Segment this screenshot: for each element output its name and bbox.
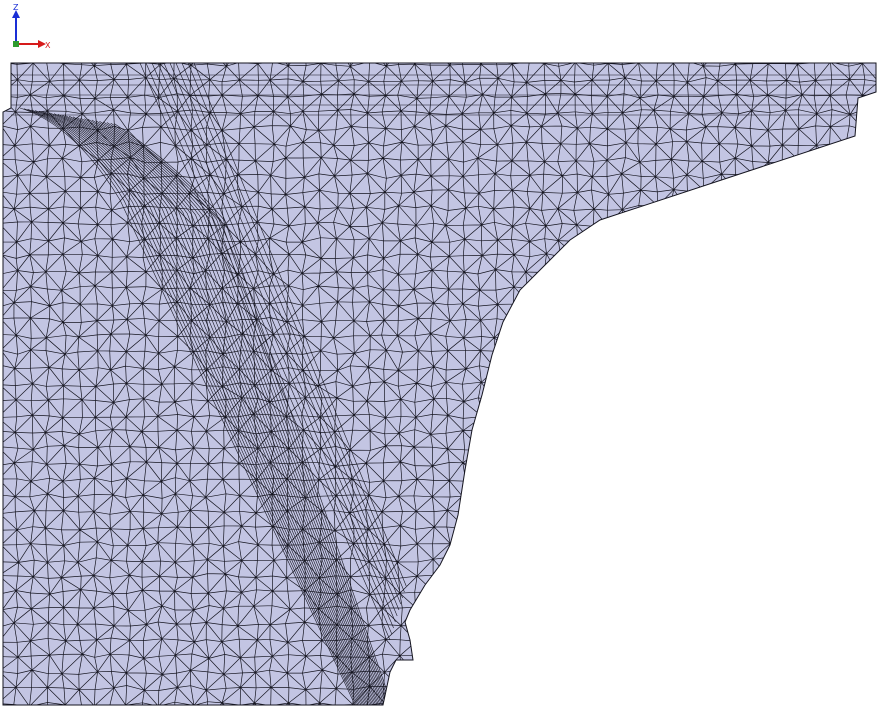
axis-triad-icon: Z X bbox=[12, 3, 51, 50]
x-axis-arrowhead bbox=[38, 40, 46, 48]
mesh-boundary-outline bbox=[2, 62, 877, 706]
z-axis-label: Z bbox=[13, 3, 19, 12]
fillet-refinement-lines bbox=[11, 63, 876, 705]
z-axis-arrowhead bbox=[12, 10, 20, 18]
x-axis-label: X bbox=[45, 41, 51, 50]
triad-origin-marker bbox=[13, 41, 19, 47]
